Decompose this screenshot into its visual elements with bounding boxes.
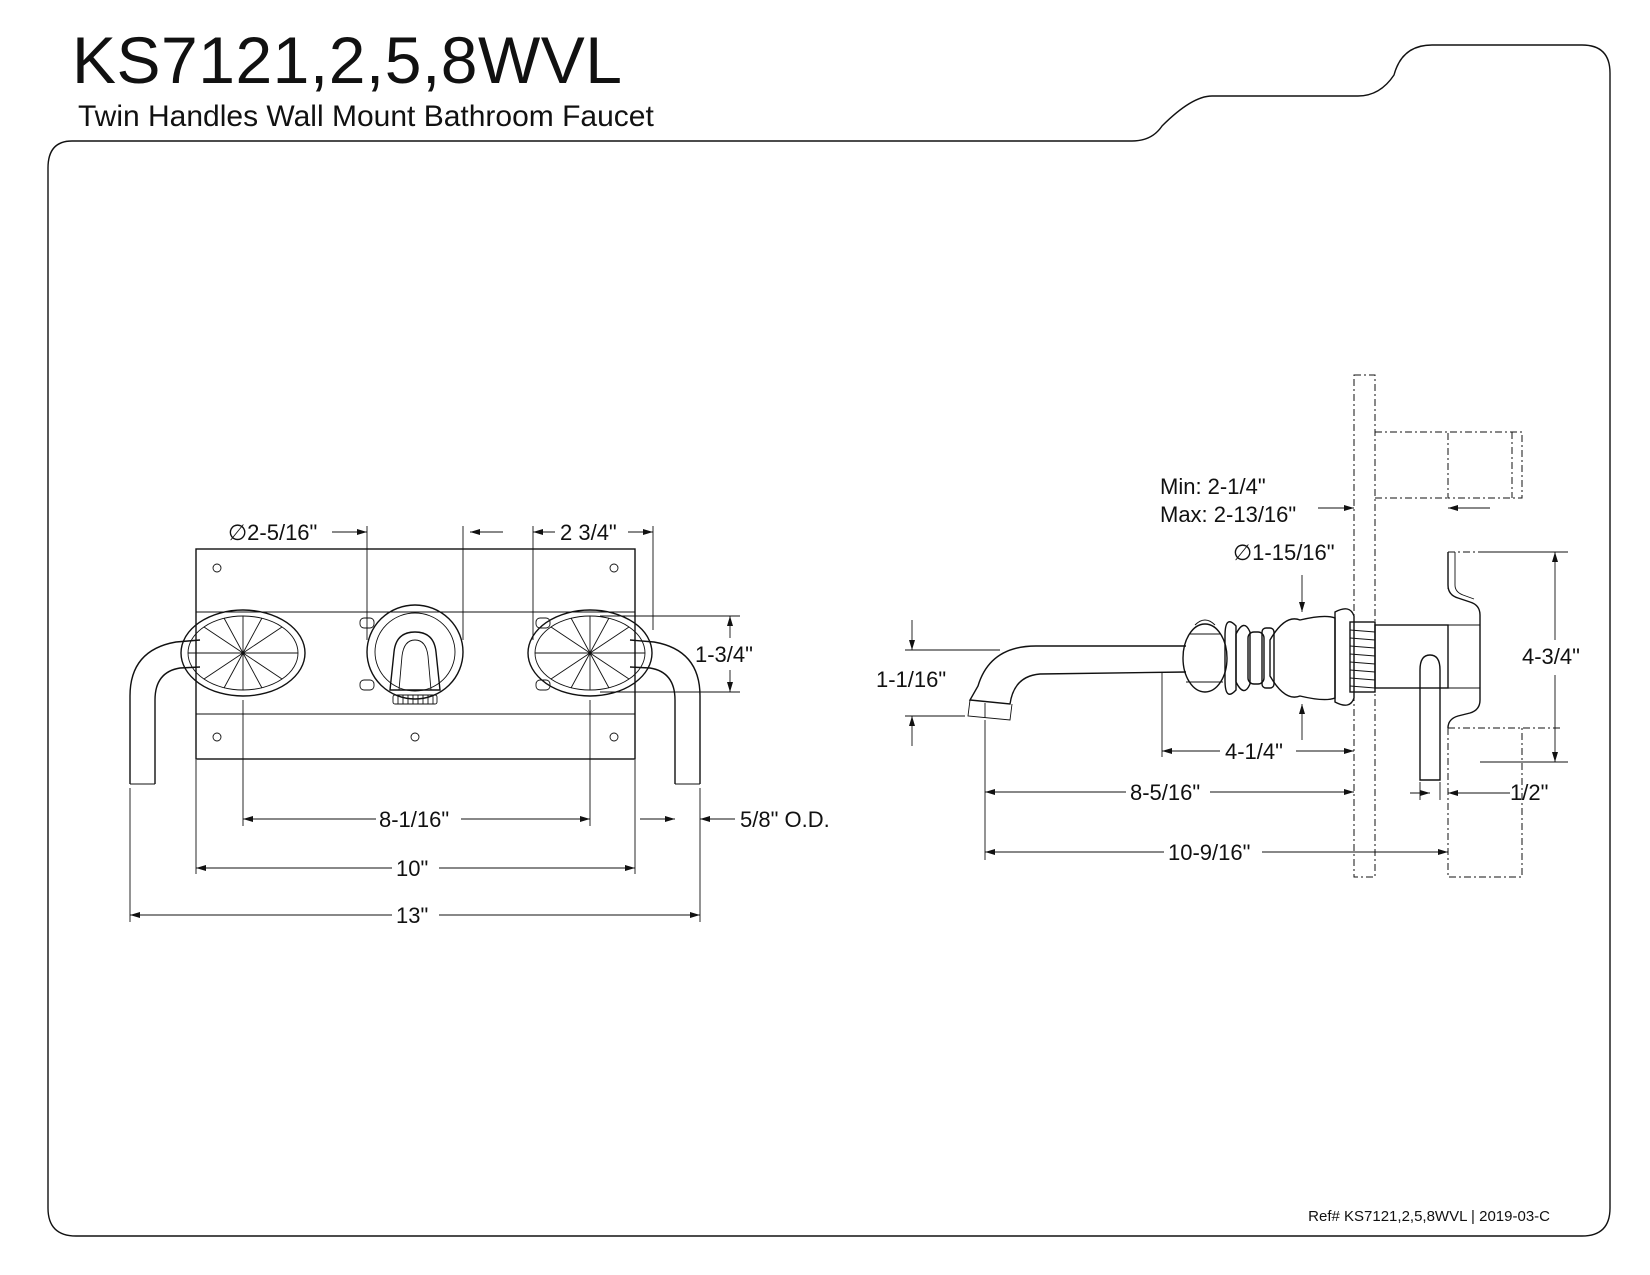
front-dimensions <box>129 526 740 922</box>
sheet-frame <box>47 44 1611 1237</box>
dim-tube-od: 5/8" O.D. <box>740 807 830 832</box>
valve-lever <box>1419 654 1441 781</box>
dim-total-depth: 10-9/16" <box>1168 840 1250 865</box>
dim-handle-reach: 4-1/4" <box>1225 739 1283 764</box>
dim-overall-width: 13" <box>396 903 428 928</box>
side-spout <box>968 645 1187 705</box>
dim-flange-diameter: ∅1-15/16" <box>1233 540 1335 565</box>
side-handle <box>1182 615 1336 701</box>
left-tube <box>129 639 201 784</box>
dim-stub-out: 1/2" <box>1510 780 1548 805</box>
dim-plate-width: 10" <box>396 856 428 881</box>
left-handle <box>180 609 306 697</box>
side-dimensions <box>905 505 1568 860</box>
center-spout <box>366 604 464 705</box>
reference-number: Ref# KS7121,2,5,8WVL | 2019-03-C <box>1308 1208 1550 1225</box>
dim-handle-centers: 8-1/16" <box>379 807 449 832</box>
dim-wall-min: Min: 2-1/4" <box>1160 474 1266 499</box>
dim-wall-max: Max: 2-13/16" <box>1160 502 1296 527</box>
screw-holes <box>212 563 619 742</box>
right-tube <box>629 639 701 784</box>
dim-spout-diameter: ∅2-5/16" <box>228 520 317 545</box>
side-view <box>967 374 1560 878</box>
dim-spout-reach: 8-5/16" <box>1130 780 1200 805</box>
right-handle <box>527 609 653 697</box>
dim-valve-height: 4-3/4" <box>1522 644 1580 669</box>
dim-spout-height: 1-1/16" <box>876 667 946 692</box>
valve-body <box>1374 624 1449 689</box>
escutcheon <box>1334 608 1355 706</box>
dim-plate-height: 1-3/4" <box>695 642 753 667</box>
dim-handle-offset: 2 3/4" <box>560 520 617 545</box>
wall-section <box>1353 374 1376 878</box>
front-view <box>129 526 740 922</box>
wall-plate <box>195 548 636 760</box>
page-subtitle: Twin Handles Wall Mount Bathroom Faucet <box>78 100 654 133</box>
page-title: KS7121,2,5,8WVL <box>72 23 623 97</box>
mounting-bracket <box>1447 552 1481 729</box>
